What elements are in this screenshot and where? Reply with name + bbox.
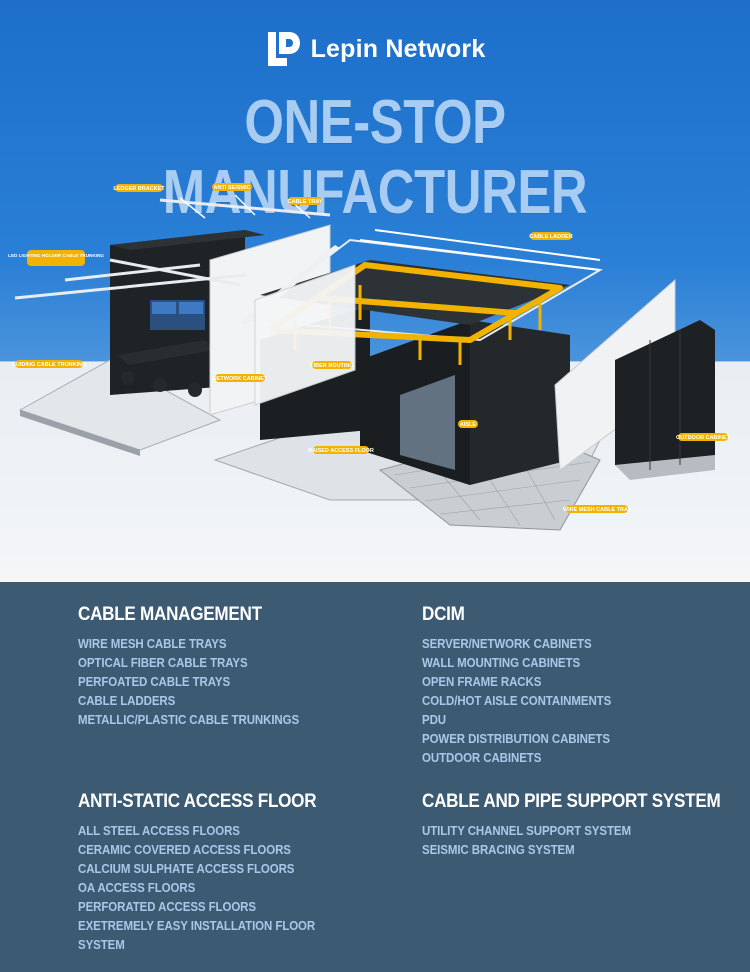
- svg-text:AISLE: AISLE: [460, 422, 477, 428]
- headline: ONE-STOP MANUFACTURER: [162, 88, 588, 227]
- svg-text:FIBER ROUTING: FIBER ROUTING: [310, 363, 353, 369]
- callout-guiding-trunking: GUIDING CABLE TRUNKING: [12, 360, 87, 368]
- svg-text:ANTI SEISMIC: ANTI SEISMIC: [214, 185, 251, 191]
- list-item: EXETREMELY EASY INSTALLATION FLOOR: [78, 919, 316, 933]
- callout-ledger-bracket: LEDGER BRACKET: [113, 184, 165, 192]
- list-item: OUTDOOR CABINETS: [422, 751, 542, 765]
- list-item: SEISMIC BRACING SYSTEM: [422, 843, 575, 857]
- svg-text:LEDGER BRACKET: LEDGER BRACKET: [113, 186, 165, 192]
- svg-text:OUTDOOR CABINET: OUTDOOR CABINET: [676, 435, 731, 441]
- list-item: OPEN FRAME RACKS: [422, 675, 542, 689]
- callout-cable-ladder: CABLE LADDER: [529, 232, 573, 240]
- list-item: METALLIC/PLASTIC CABLE TRUNKINGS: [78, 713, 300, 727]
- section-title: ANTI-STATIC ACCESS FLOOR: [78, 791, 317, 812]
- svg-text:CABLE TRAY: CABLE TRAY: [288, 199, 323, 205]
- section-cable-management: CABLE MANAGEMENT WIRE MESH CABLE TRAYS O…: [78, 604, 318, 730]
- svg-text:GUIDING CABLE TRUNKING: GUIDING CABLE TRUNKING: [12, 362, 87, 368]
- list-item: COLD/HOT AISLE CONTAINMENTS: [422, 694, 612, 708]
- list-item: SERVER/NETWORK CABINETS: [422, 637, 592, 651]
- section-title: CABLE AND PIPE SUPPORT SYSTEM: [422, 791, 721, 812]
- list-item: PDU: [422, 713, 447, 727]
- list-item: SYSTEM: [78, 938, 125, 952]
- hero-banner: Lepin Network ONE-STOP MANUFACTURER: [0, 0, 750, 582]
- list-item: POWER DISTRIBUTION CABINETS: [422, 732, 610, 746]
- section-dcim: DCIM SERVER/NETWORK CABINETS WALL MOUNTI…: [422, 604, 628, 768]
- list-item: CERAMIC COVERED ACCESS FLOORS: [78, 843, 291, 857]
- list-item: CALCIUM SULPHATE ACCESS FLOORS: [78, 862, 295, 876]
- list-item: WIRE MESH CABLE TRAYS: [78, 637, 227, 651]
- callout-anti-seismic: ANTI SEISMIC: [212, 183, 252, 191]
- svg-text:NETWORK CABINET: NETWORK CABINET: [213, 376, 268, 382]
- list-item: PERFOATED CABLE TRAYS: [78, 675, 231, 689]
- svg-text:CABLE LADDER: CABLE LADDER: [529, 234, 572, 240]
- callout-fiber-routing: FIBER ROUTING: [310, 361, 354, 369]
- section-access-floor: ANTI-STATIC ACCESS FLOOR ALL STEEL ACCES…: [78, 791, 343, 955]
- product-categories: CABLE MANAGEMENT WIRE MESH CABLE TRAYS O…: [0, 582, 750, 972]
- data-center-illustration: LEDGER BRACKET ANTI SEISMIC CABLE TRAY L…: [8, 183, 731, 531]
- callout-cable-tray: CABLE TRAY: [288, 197, 323, 205]
- lp-logo-icon: [267, 32, 300, 66]
- list-item: UTILITY CHANNEL SUPPORT SYSTEM: [422, 824, 631, 838]
- callout-raised-floor: RAISED ACCESS FLOOR: [308, 446, 374, 454]
- brand: Lepin Network: [0, 30, 750, 68]
- svg-text:RAISED ACCESS FLOOR: RAISED ACCESS FLOOR: [308, 448, 374, 454]
- list-item: OA ACCESS FLOORS: [78, 881, 196, 895]
- brand-name: Lepin Network: [310, 34, 486, 63]
- section-title: CABLE MANAGEMENT: [78, 604, 262, 625]
- section-support-system: CABLE AND PIPE SUPPORT SYSTEM UTILITY CH…: [422, 791, 750, 860]
- list-item: WALL MOUNTING CABINETS: [422, 656, 581, 670]
- svg-text:LED LIGHTING HOLDER CABLE TRUN: LED LIGHTING HOLDER CABLE TRUNKING: [8, 253, 104, 258]
- section-title: DCIM: [422, 604, 465, 625]
- callout-outdoor-cabinet: OUTDOOR CABINET: [676, 433, 731, 441]
- callout-network-cabinet: NETWORK CABINET: [213, 374, 268, 382]
- list-item: PERFORATED ACCESS FLOORS: [78, 900, 256, 914]
- callout-led-trunking: LED LIGHTING HOLDER CABLE TRUNKING: [8, 250, 104, 266]
- callout-wire-mesh-tray: WIRE MESH CABLE TRAY: [563, 505, 632, 513]
- callout-aisle: AISLE: [458, 420, 478, 428]
- list-item: CABLE LADDERS: [78, 694, 176, 708]
- list-item: ALL STEEL ACCESS FLOORS: [78, 824, 240, 838]
- svg-text:WIRE MESH CABLE TRAY: WIRE MESH CABLE TRAY: [563, 507, 632, 513]
- list-item: OPTICAL FIBER CABLE TRAYS: [78, 656, 248, 670]
